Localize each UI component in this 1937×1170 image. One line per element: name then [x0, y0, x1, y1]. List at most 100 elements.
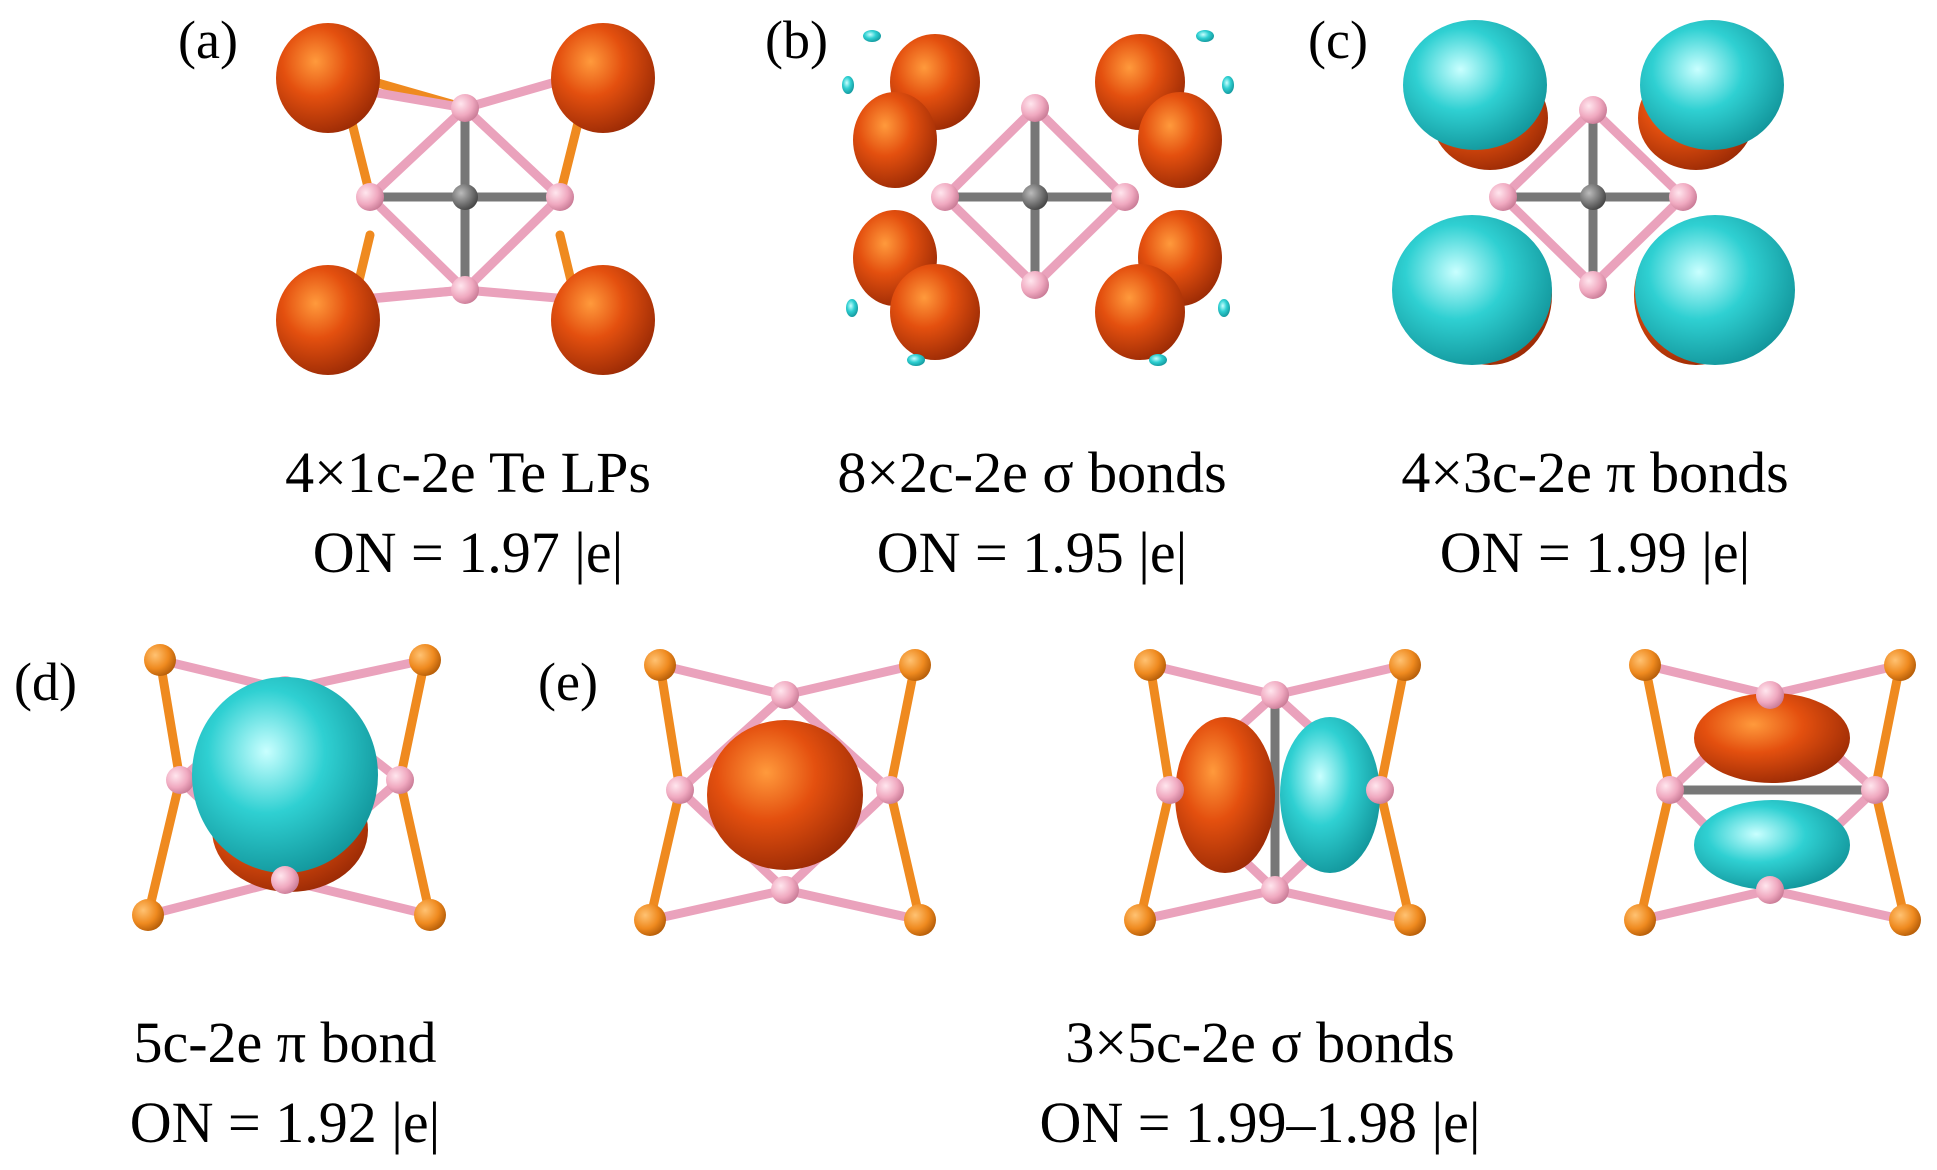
sigma-bond-lobe-negative — [1280, 717, 1380, 873]
boron-atom — [546, 183, 574, 211]
panel-c-caption-line1: 4×3c-2e π bonds — [1401, 440, 1788, 505]
small-negative-lobe — [863, 30, 881, 42]
pi-bond-lobe-negative — [1403, 20, 1547, 150]
cluster-e1 — [634, 649, 936, 936]
boron-atom — [1861, 776, 1889, 804]
cluster-c — [1392, 20, 1795, 365]
cluster-d — [132, 644, 446, 931]
carbon-atom — [1022, 184, 1048, 210]
boron-atom — [876, 776, 904, 804]
panel-d-label: (d) — [14, 652, 77, 712]
te-atom — [1884, 649, 1916, 681]
boron-atom — [1579, 96, 1607, 124]
te-atom — [132, 899, 164, 931]
panel-b-label: (b) — [765, 10, 828, 70]
boron-atom — [1156, 776, 1184, 804]
boron-atom — [1366, 776, 1394, 804]
te-atom — [409, 644, 441, 676]
sigma-bond-lobe-negative — [1694, 800, 1850, 890]
pi-bond-lobe-negative — [1392, 215, 1552, 365]
boron-atom — [1021, 94, 1049, 122]
pi-bond-lobe-negative — [1640, 20, 1784, 150]
panel-d: (d) — [14, 644, 446, 1155]
te-atom — [1394, 904, 1426, 936]
sigma-bond-lobe — [1138, 92, 1222, 188]
boron-atom — [771, 876, 799, 904]
boron-atom — [931, 183, 959, 211]
small-negative-lobe — [907, 354, 925, 366]
boron-atom — [1756, 681, 1784, 709]
boron-atom — [666, 776, 694, 804]
panel-b: (b) — [765, 10, 1234, 585]
te-lone-pair-lobe — [551, 23, 655, 133]
cluster-b — [842, 30, 1234, 366]
te-lone-pair-lobe — [276, 23, 380, 133]
small-negative-lobe — [1222, 76, 1234, 94]
te-atom — [1624, 904, 1656, 936]
boron-atom — [1489, 183, 1517, 211]
panel-b-caption-line2: ON = 1.95 |e| — [877, 520, 1187, 585]
te-atom — [904, 904, 936, 936]
panel-a-caption-line1: 4×1c-2e Te LPs — [285, 440, 651, 505]
sigma-bond-lobe-positive — [1175, 717, 1275, 873]
small-negative-lobe — [1196, 30, 1214, 42]
sigma-bond-lobe-positive — [1694, 693, 1850, 783]
sigma-bond-lobe — [853, 92, 937, 188]
boron-atom — [1261, 876, 1289, 904]
small-negative-lobe — [842, 76, 854, 94]
small-negative-lobe — [1218, 299, 1230, 317]
panel-c: (c) 4×3c-2e π — [1308, 10, 1795, 585]
small-negative-lobe — [846, 299, 858, 317]
te-atom — [634, 904, 666, 936]
pi-bond-lobe-negative — [192, 677, 378, 873]
te-atom — [644, 649, 676, 681]
boron-atom — [271, 866, 299, 894]
panel-d-caption-line2: ON = 1.92 |e| — [130, 1090, 440, 1155]
panel-a-label: (a) — [178, 10, 238, 70]
carbon-atom — [452, 184, 478, 210]
te-atom — [144, 644, 176, 676]
panel-d-caption-line1: 5c-2e π bond — [133, 1010, 436, 1075]
cluster-e2 — [1124, 649, 1426, 936]
cluster-a — [276, 23, 655, 375]
te-atom — [1124, 904, 1156, 936]
boron-atom — [451, 94, 479, 122]
panel-a-caption-line2: ON = 1.97 |e| — [313, 520, 623, 585]
te-atom — [1889, 904, 1921, 936]
boron-atom — [1656, 776, 1684, 804]
panel-c-caption-line2: ON = 1.99 |e| — [1440, 520, 1750, 585]
te-lone-pair-lobe — [276, 265, 380, 375]
boron-atom — [1669, 183, 1697, 211]
boron-atom — [771, 681, 799, 709]
te-atom — [1134, 649, 1166, 681]
te-lone-pair-lobe — [551, 265, 655, 375]
boron-atom — [1021, 271, 1049, 299]
panel-a: (a) — [178, 10, 655, 585]
panel-e: (e) — [538, 649, 1921, 1155]
panel-c-label: (c) — [1308, 10, 1368, 70]
cluster-e3 — [1624, 649, 1921, 936]
panel-e-caption-line2: ON = 1.99–1.98 |e| — [1040, 1090, 1481, 1155]
panel-e-caption-line1: 3×5c-2e σ bonds — [1065, 1010, 1454, 1075]
boron-atom — [1111, 183, 1139, 211]
panel-b-caption-line1: 8×2c-2e σ bonds — [837, 440, 1226, 505]
boron-atom — [166, 766, 194, 794]
carbon-atom — [1580, 184, 1606, 210]
te-atom — [414, 899, 446, 931]
sigma-bond-lobe — [707, 720, 863, 870]
boron-atom — [1261, 681, 1289, 709]
small-negative-lobe — [1149, 354, 1167, 366]
panel-e-label: (e) — [538, 652, 598, 712]
boron-atom — [451, 276, 479, 304]
te-atom — [1389, 649, 1421, 681]
pi-bond-lobe-negative — [1635, 215, 1795, 365]
boron-atom — [356, 183, 384, 211]
te-atom — [899, 649, 931, 681]
boron-atom — [1756, 876, 1784, 904]
boron-atom — [386, 766, 414, 794]
boron-atom — [1579, 271, 1607, 299]
te-atom — [1629, 649, 1661, 681]
sigma-bond-lobe — [1095, 264, 1185, 360]
sigma-bond-lobe — [890, 264, 980, 360]
